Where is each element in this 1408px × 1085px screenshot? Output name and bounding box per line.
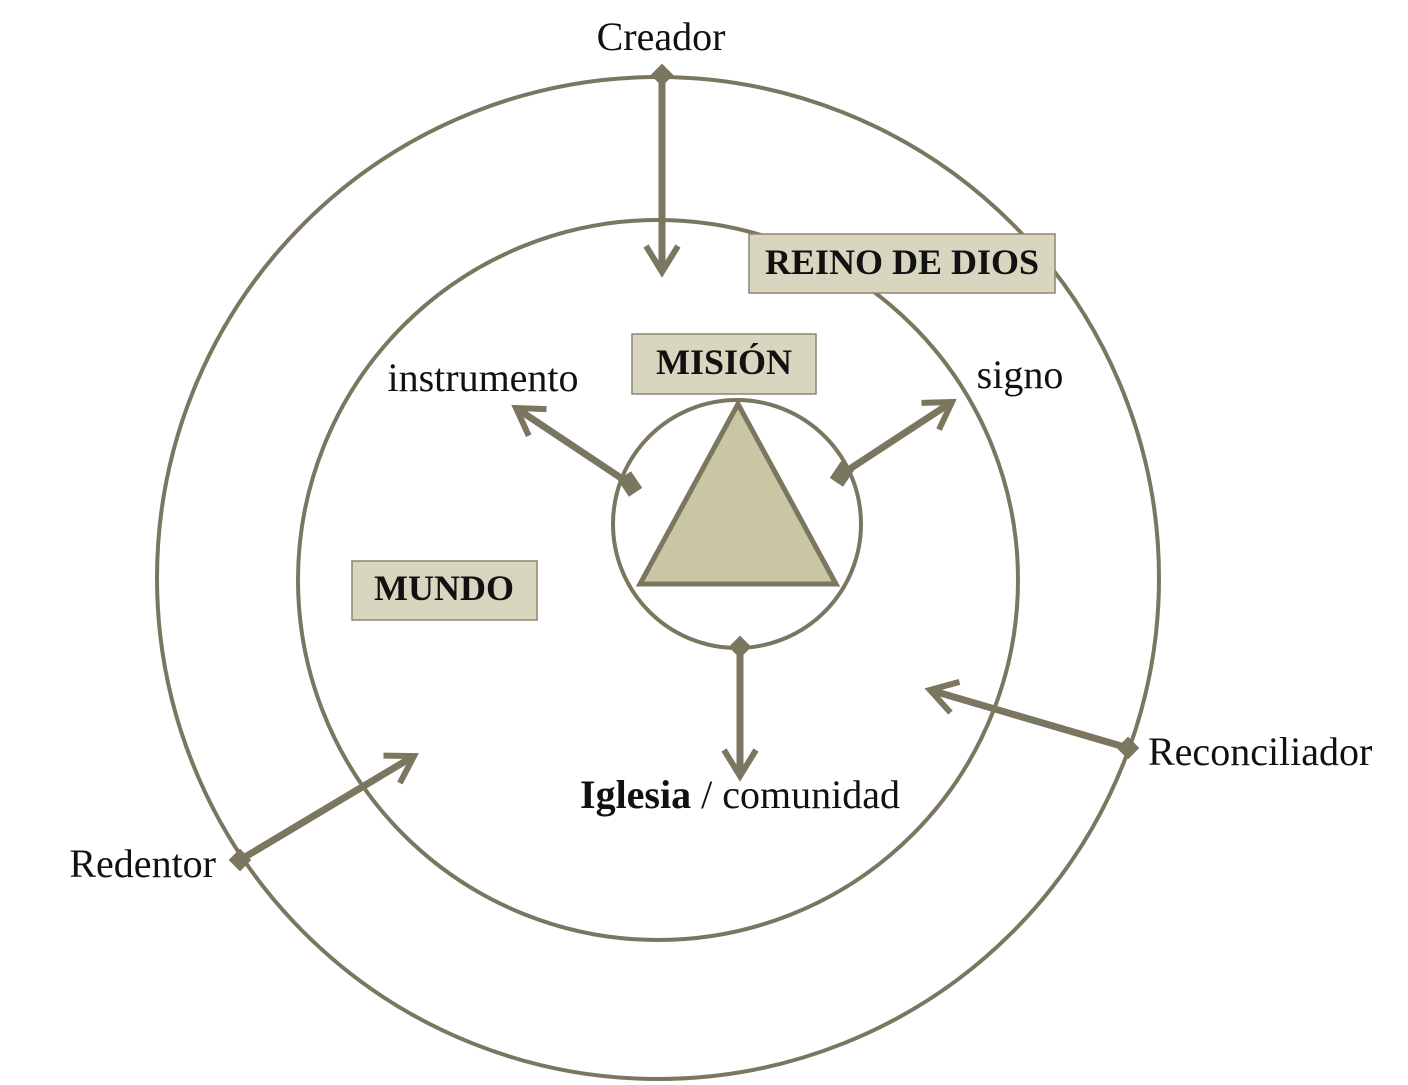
redentor-label: Redentor	[69, 841, 216, 886]
instrumento-label: instrumento	[387, 355, 578, 400]
reino-label: REINO DE DIOS	[765, 242, 1039, 282]
creador-label: Creador	[597, 14, 726, 59]
mundo-box: MUNDO	[351, 560, 538, 621]
arrow-signo	[829, 398, 957, 487]
reino-box: REINO DE DIOS	[748, 233, 1056, 294]
inner-circle	[296, 218, 1020, 942]
arrow-comunidad	[721, 635, 759, 782]
comunidad-label: / comunidad	[691, 772, 900, 817]
diamond-tail-icon	[728, 635, 752, 659]
arrow-creador	[643, 63, 681, 278]
square-tail-icon	[617, 471, 643, 497]
arrow-reconciliador	[924, 679, 1140, 760]
iglesia-label: Iglesia	[580, 772, 691, 817]
square-tail-icon	[829, 461, 855, 487]
diamond-tail-icon	[1116, 736, 1140, 760]
signo-label: signo	[977, 352, 1064, 397]
mision-label: MISIÓN	[656, 342, 792, 382]
mundo-label: MUNDO	[374, 568, 514, 608]
diamond-tail-icon	[650, 63, 674, 87]
iglesia-comunidad-label: Iglesia / comunidad	[580, 772, 900, 817]
reconciliador-label: Reconciliador	[1148, 729, 1372, 774]
mision-box: MISIÓN	[631, 333, 817, 395]
arrow-instrumento	[511, 404, 643, 497]
triangle-icon	[635, 398, 841, 587]
